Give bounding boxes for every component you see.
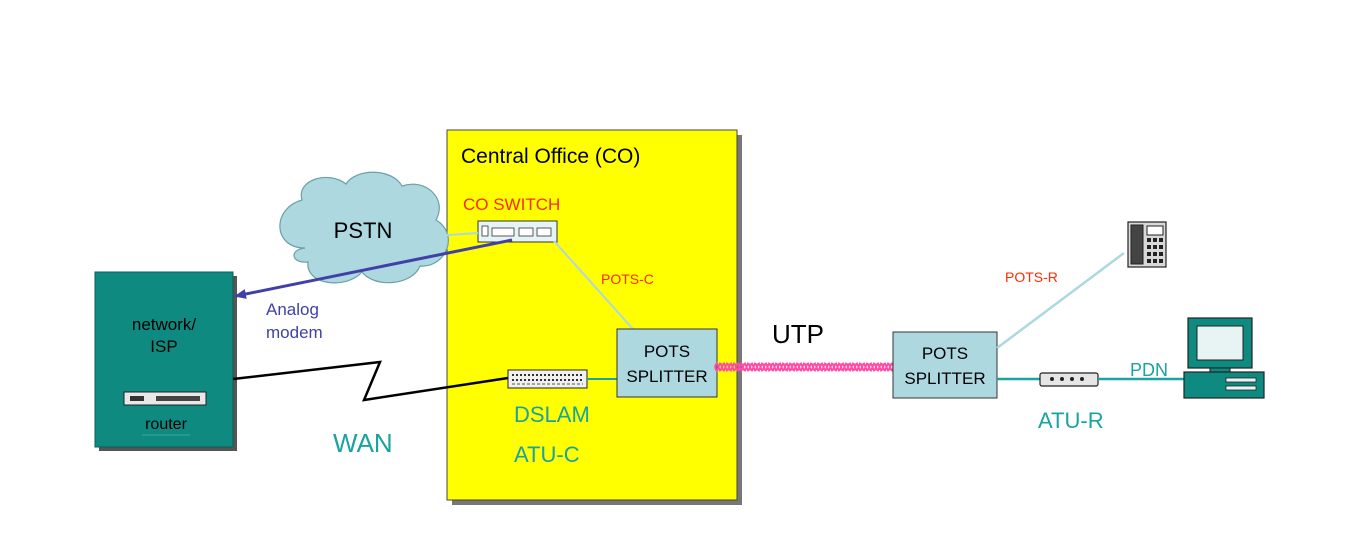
co-switch-icon <box>477 220 558 243</box>
co-switch-label: CO SWITCH <box>463 195 560 214</box>
remote-pots-splitter-box <box>892 331 998 399</box>
pstn-label: PSTN <box>334 218 393 243</box>
wan-label: WAN <box>333 428 393 458</box>
co-splitter-label-line1: POTS <box>644 342 690 361</box>
router-label: router <box>145 416 187 433</box>
pots-c-label: POTS-C <box>601 271 654 287</box>
network-isp-box <box>94 271 234 448</box>
dslam-icon <box>507 369 588 389</box>
utp-twisted-pair <box>714 362 896 372</box>
co-pots-splitter-box <box>616 328 718 398</box>
telephone-icon <box>1127 221 1167 268</box>
pots-r-line <box>996 251 1125 350</box>
analog-label-line1: Analog <box>266 300 319 319</box>
pots-r-label: POTS-R <box>1005 269 1058 285</box>
network-label-line2: ISP <box>150 337 177 356</box>
central-office-box <box>446 129 738 501</box>
computer-icon <box>1183 317 1265 399</box>
utp-label: UTP <box>772 319 824 349</box>
atu-r-modem-icon <box>1039 372 1099 387</box>
pdn-label: PDN <box>1130 360 1168 380</box>
pstn-to-switch-line <box>433 232 479 237</box>
atu-c-label: ATU-C <box>514 442 580 467</box>
analog-label-line2: modem <box>266 323 323 342</box>
central-office-title: Central Office (CO) <box>461 145 640 168</box>
pstn-cloud <box>279 171 449 284</box>
network-label-line1: network/ <box>132 315 197 334</box>
co-splitter-label-line2: SPLITTER <box>626 367 707 386</box>
atu-r-label: ATU-R <box>1038 408 1104 433</box>
remote-splitter-label-line2: SPLITTER <box>904 369 985 388</box>
analog-modem-arrow <box>234 238 513 299</box>
remote-splitter-label-line1: POTS <box>922 344 968 363</box>
dslam-label: DSLAM <box>514 402 590 427</box>
router-icon <box>123 391 207 406</box>
pots-c-line <box>553 240 641 338</box>
wan-link <box>232 360 509 402</box>
